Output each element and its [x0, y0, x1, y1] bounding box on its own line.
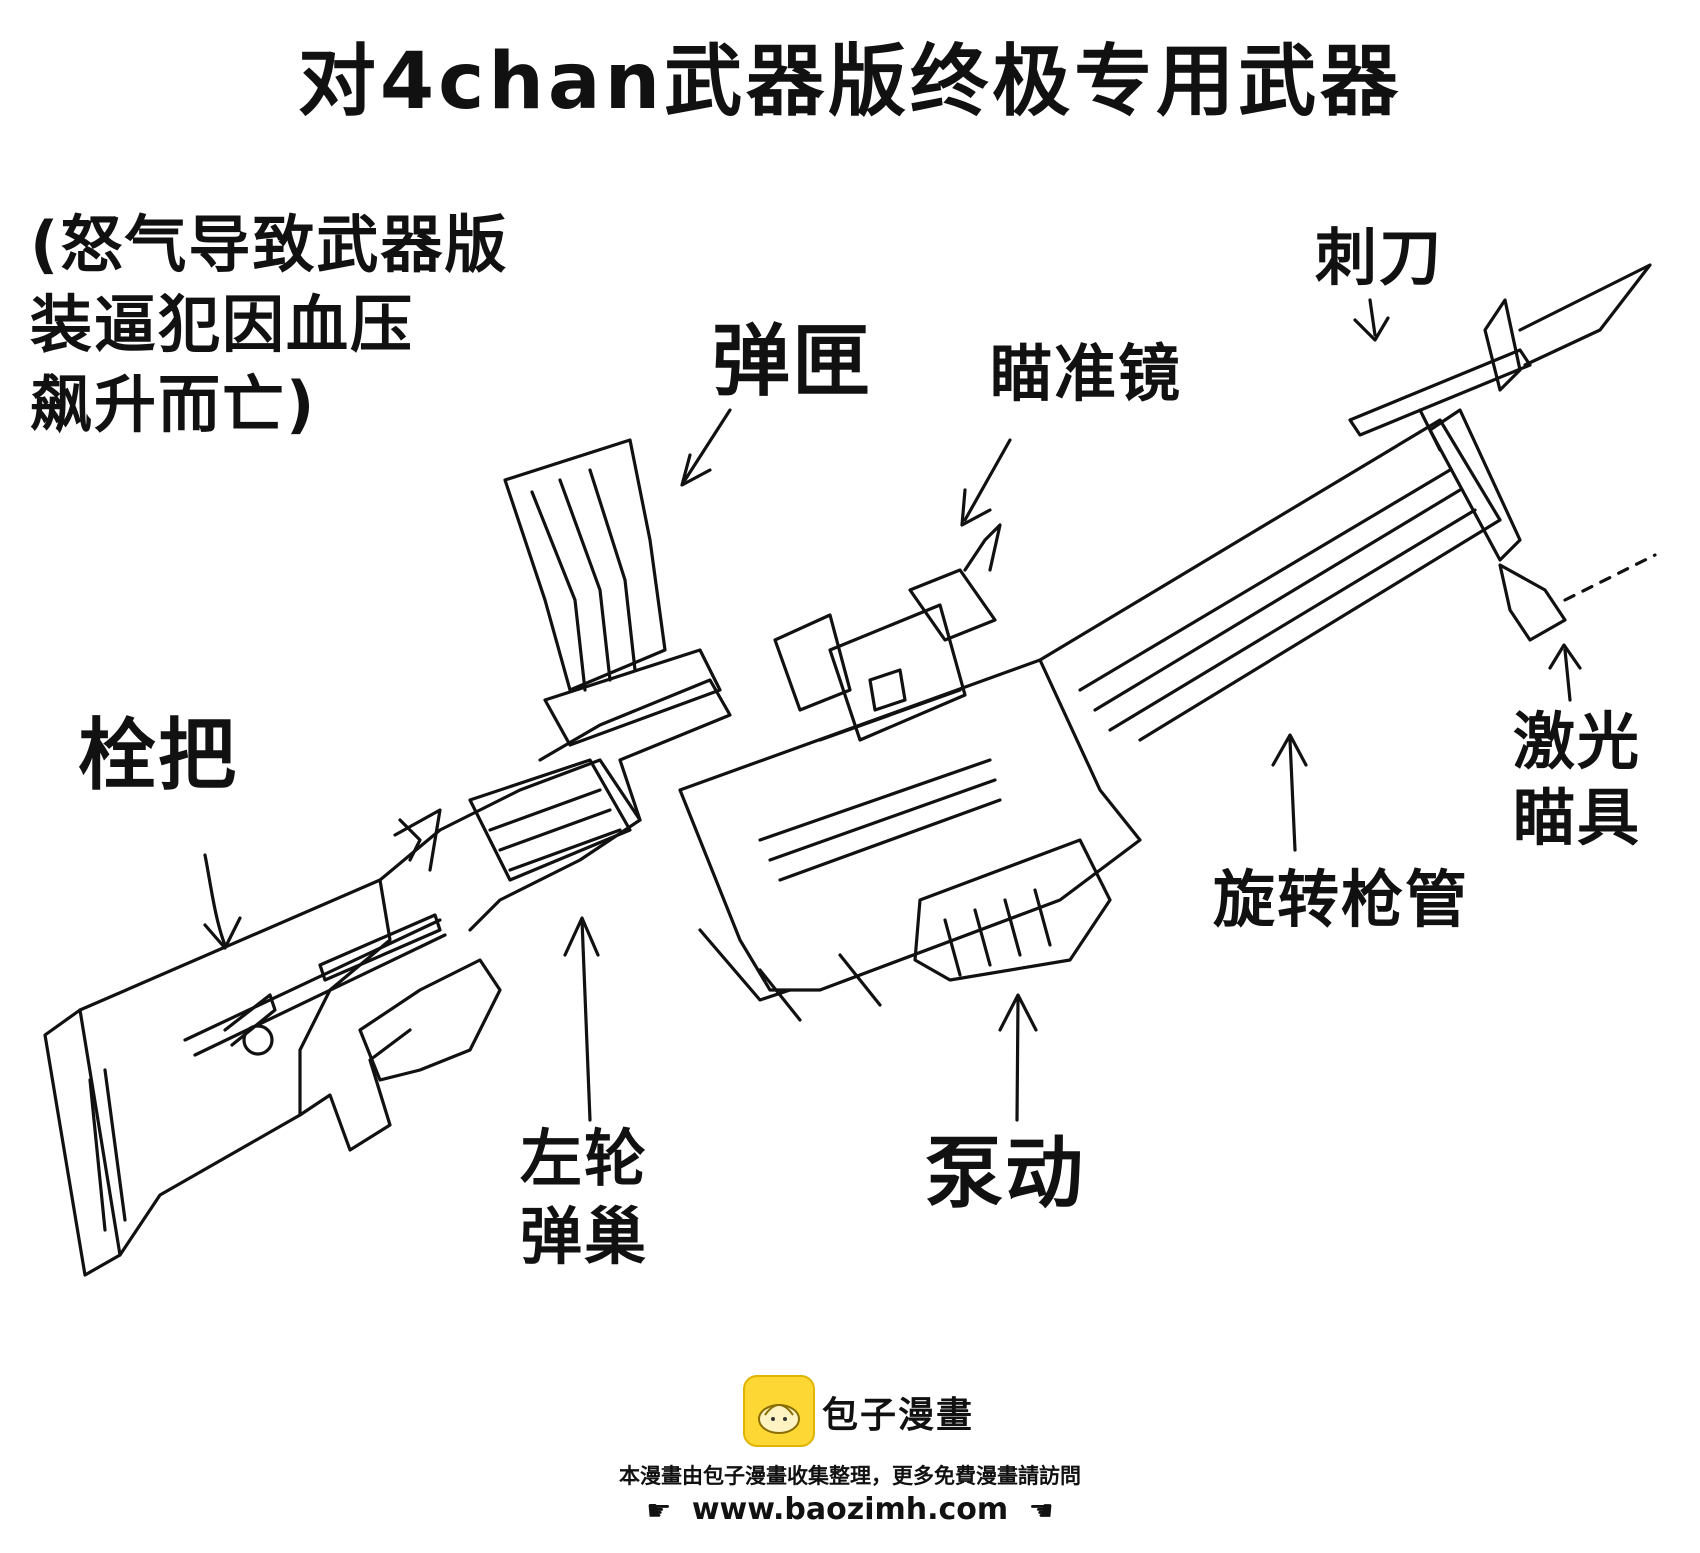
label-rotating-barrel: 旋转枪管: [1213, 863, 1470, 936]
label-magazine: 弹匣: [712, 317, 873, 407]
stock-drawing: [43, 878, 502, 1277]
side-note: (怒气导致武器版 装逼犯因血压 飙升而亡): [30, 208, 509, 441]
watermark-note: 本漫畫由包子漫畫收集整理，更多免費漫畫請訪問: [619, 1464, 1081, 1488]
magazine-drawing: [503, 438, 722, 747]
pointing-hand-icon: ☚: [1028, 1494, 1054, 1527]
scope-drawing: [773, 523, 1002, 742]
annotation-arrows: [203, 298, 1582, 1122]
page-title: 对4chan武器版终极专用武器: [297, 37, 1403, 127]
label-bayonet: 刺刀: [1315, 221, 1444, 294]
label-pump: 泵动: [925, 1129, 1086, 1219]
label-scope: 瞄准镜: [990, 337, 1183, 410]
pump-body-drawing: [678, 658, 1142, 1022]
pointing-hand-icon: ☛: [646, 1494, 672, 1527]
barrel-drawing: [1038, 408, 1657, 742]
label-laser-sight: 激光 瞄具: [1513, 705, 1642, 854]
watermark-url-link[interactable]: www.baozimh.com: [691, 1492, 1009, 1527]
receiver-drawing: [378, 678, 732, 932]
label-revolver-cylinder: 左轮 弹巢: [520, 1122, 649, 1273]
label-stock: 栓把: [78, 711, 239, 801]
watermark-url-row: ☛ www.baozimh.com ☚: [0, 1492, 1700, 1527]
watermark-name: 包子漫畫: [822, 1395, 975, 1436]
bun-logo-icon: [743, 1375, 815, 1447]
bayonet-drawing: [1348, 263, 1652, 452]
